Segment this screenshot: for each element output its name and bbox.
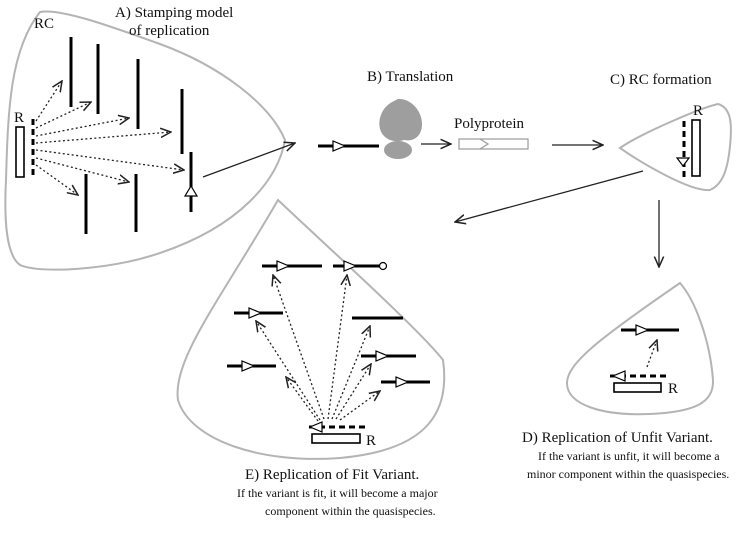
unfit-caption-title: D) Replication of Unfit Variant. (522, 430, 713, 446)
template-r-label-c: R (693, 103, 703, 119)
stamping-region-outline (4, 10, 287, 271)
synthesis-arrow (35, 81, 62, 122)
stamping-model: RC A) Stamping model of replication R (14, 5, 233, 234)
ires-triangle-icon (395, 376, 410, 388)
rc-formation-step: C) RC formation R (610, 72, 712, 178)
synthesis-arrow (273, 275, 325, 420)
template-r-label-e: R (366, 433, 376, 449)
cap-circle-icon (378, 261, 388, 271)
flow-arrow-c-to-e (455, 170, 644, 222)
stamping-title-line1: A) Stamping model (115, 5, 233, 21)
template-r-box-e (311, 433, 361, 444)
fit-region-outline (176, 198, 446, 460)
fit-caption-line1: If the variant is fit, it will become a … (237, 486, 438, 500)
unfit-caption-line2: minor component within the quasispecies. (527, 467, 729, 481)
unfit-caption-line1: If the variant is unfit, it will become … (538, 449, 720, 463)
ires-triangle-icon (343, 260, 358, 272)
ires-triangle-icon (635, 324, 650, 336)
synthesis-arrow (339, 391, 380, 421)
stamping-title-line2: of replication (129, 23, 210, 39)
ires-triangle-icon (248, 307, 263, 319)
synthesis-arrow (335, 364, 371, 420)
ires-triangle-icon (675, 157, 691, 167)
ires-triangle-icon (308, 421, 323, 433)
rc-formation-region-outline (618, 102, 732, 192)
template-r-label-a: R (14, 110, 24, 126)
ribosome-icon (379, 98, 422, 159)
synthesis-arrow (256, 321, 321, 421)
fit-caption-title: E) Replication of Fit Variant. (245, 467, 419, 483)
ires-triangle-icon (611, 370, 626, 382)
template-r-box-c (691, 119, 701, 177)
template-r-label-d: R (668, 381, 678, 397)
fit-caption-line2: component within the quasispecies. (265, 504, 436, 518)
synthesis-arrow (331, 326, 370, 420)
synthesis-arrow (646, 340, 657, 368)
rc-formation-title: C) RC formation (610, 72, 712, 88)
ires-triangle-icon (276, 260, 291, 272)
rc-label: RC (34, 16, 54, 32)
unfit-variant-replication: R (610, 324, 679, 397)
ires-triangle-icon (183, 184, 199, 197)
synthesis-arrow (35, 132, 171, 144)
translation-title: B) Translation (367, 69, 454, 85)
ires-triangle-icon (332, 140, 347, 152)
translation-step: B) Translation Polyprotein (318, 69, 529, 159)
synthesis-arrow (35, 102, 91, 129)
ires-triangle-icon (375, 350, 390, 362)
ires-triangle-icon (241, 360, 256, 372)
synthesis-arrow (286, 377, 319, 422)
fit-variant-replication: R (227, 260, 430, 449)
template-r-box-d (613, 382, 662, 393)
synthesis-arrow (327, 275, 347, 420)
polyprotein-bar (458, 138, 529, 150)
unfit-region-outline (565, 281, 715, 416)
flow-arrow-a-to-b (202, 143, 295, 178)
polyprotein-label: Polyprotein (454, 116, 524, 132)
template-r-box-a (15, 126, 25, 178)
